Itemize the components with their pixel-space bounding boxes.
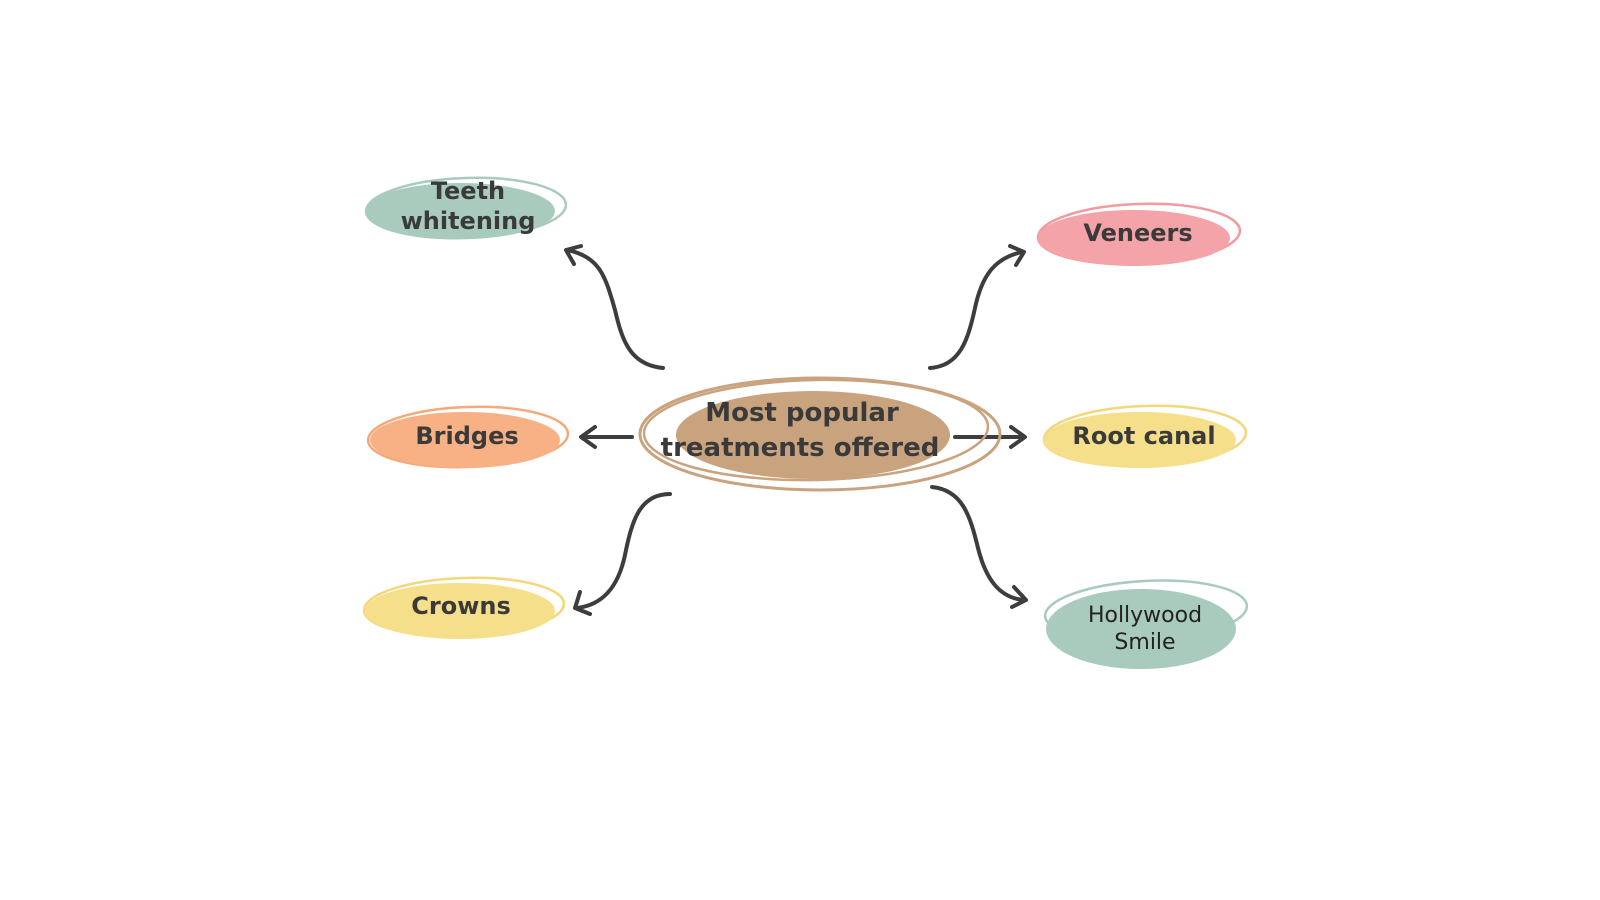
node-hollywood-smile: Hollywood Smile <box>1043 579 1249 669</box>
center-node: Most popular treatments offered <box>638 376 1002 492</box>
hollywood-smile-label-line1: Hollywood <box>1088 603 1202 628</box>
veneers-label: Veneers <box>1083 219 1192 247</box>
node-crowns: Crowns <box>362 576 566 639</box>
teeth-whitening-label-line2: whitening <box>401 207 536 235</box>
veneers-fill <box>1038 210 1230 266</box>
center-ring-outer <box>638 376 1002 492</box>
teeth-whitening-fill <box>365 183 555 239</box>
arrow-root-canal <box>953 425 1027 449</box>
center-fill <box>676 391 950 479</box>
teeth-whitening-label-line1: Teeth <box>431 177 505 205</box>
arrow-hollywood-smile <box>930 485 1028 609</box>
arrow-bridges <box>579 425 634 449</box>
bridges-label: Bridges <box>415 422 518 450</box>
center-title-line2: treatments offered <box>661 433 940 463</box>
connector-arrows <box>564 244 1028 616</box>
arrow-crowns <box>573 492 672 616</box>
root-canal-label: Root canal <box>1072 422 1215 450</box>
node-veneers: Veneers <box>1036 202 1242 266</box>
node-teeth-whitening: Teeth whitening <box>364 176 568 240</box>
node-bridges: Bridges <box>366 405 570 469</box>
arrow-veneers <box>928 244 1026 370</box>
hollywood-smile-fill <box>1046 589 1236 669</box>
crowns-label: Crowns <box>411 592 510 620</box>
center-title-line1: Most popular <box>705 398 899 428</box>
root-canal-fill <box>1044 412 1236 468</box>
hollywood-smile-label-line2: Smile <box>1114 630 1175 655</box>
crowns-fill <box>365 583 555 639</box>
center-ring-inner <box>642 378 990 482</box>
arrow-teeth-whitening <box>564 244 665 370</box>
bridges-fill <box>370 412 560 468</box>
node-root-canal: Root canal <box>1042 404 1248 468</box>
